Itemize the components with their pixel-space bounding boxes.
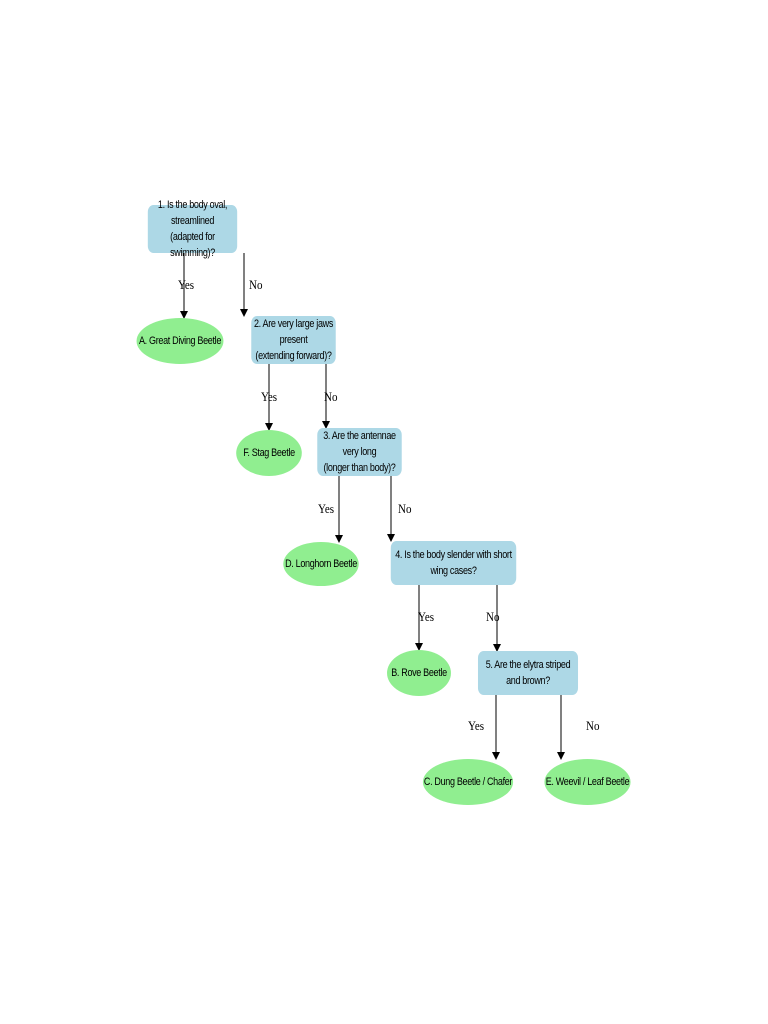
edge-label-q1-q2: No — [249, 277, 263, 292]
answer-node-b: B. Rove Beetle — [387, 650, 451, 696]
answer-node-c: C. Dung Beetle / Chafer — [422, 759, 514, 805]
question-node-2: 2. Are very large jaws present (extendin… — [251, 316, 336, 364]
answer-node-f: F. Stag Beetle — [236, 430, 302, 476]
question-node-1: 1. Is the body oval, streamlined (adapte… — [147, 199, 238, 259]
edge-label-q1-a: Yes — [178, 277, 195, 292]
answer-node-e: E. Weevil / Leaf Beetle — [544, 759, 631, 805]
question-1-line-1: 1. Is the body oval, streamlined — [157, 199, 228, 227]
answer-node-a: A. Great Diving Beetle — [136, 318, 224, 364]
answer-f-label: F. Stag Beetle — [243, 447, 295, 459]
edge-label-q4-b: Yes — [418, 609, 435, 624]
answer-b-label: B. Rove Beetle — [391, 667, 447, 679]
question-4-line-1: 4. Is the body slender with short wing c… — [395, 549, 512, 577]
edge-label-q5-c: Yes — [468, 718, 485, 733]
question-3-line-2: (longer than body)? — [323, 462, 396, 474]
edge-label-q4-q5: No — [486, 609, 500, 624]
question-1-line-2: (adapted for swimming)? — [170, 231, 215, 259]
edge-label-q2-q3: No — [324, 389, 338, 404]
answer-e-label: E. Weevil / Leaf Beetle — [545, 776, 630, 788]
answer-a-label: A. Great Diving Beetle — [138, 335, 222, 347]
question-2-line-1: 2. Are very large jaws present — [253, 318, 334, 346]
question-3-line-1: 3. Are the antennae very long — [323, 430, 396, 458]
edge-label-q5-e: No — [586, 718, 600, 733]
question-node-3: 3. Are the antennae very long (longer th… — [317, 428, 402, 476]
edge-label-q3-d: Yes — [318, 501, 335, 516]
answer-node-d: D. Longhorn Beetle — [283, 542, 359, 586]
question-2-line-2: (extending forward)? — [255, 350, 332, 362]
edge-label-q2-f: Yes — [261, 389, 278, 404]
edge-label-q3-q4: No — [398, 501, 412, 516]
question-5-line-1: 5. Are the elytra striped and brown? — [485, 659, 571, 687]
answer-c-label: C. Dung Beetle / Chafer — [423, 776, 513, 788]
answer-d-label: D. Longhorn Beetle — [285, 558, 357, 570]
question-node-4: 4. Is the body slender with short wing c… — [390, 541, 517, 585]
question-node-5: 5. Are the elytra striped and brown? — [477, 651, 579, 695]
